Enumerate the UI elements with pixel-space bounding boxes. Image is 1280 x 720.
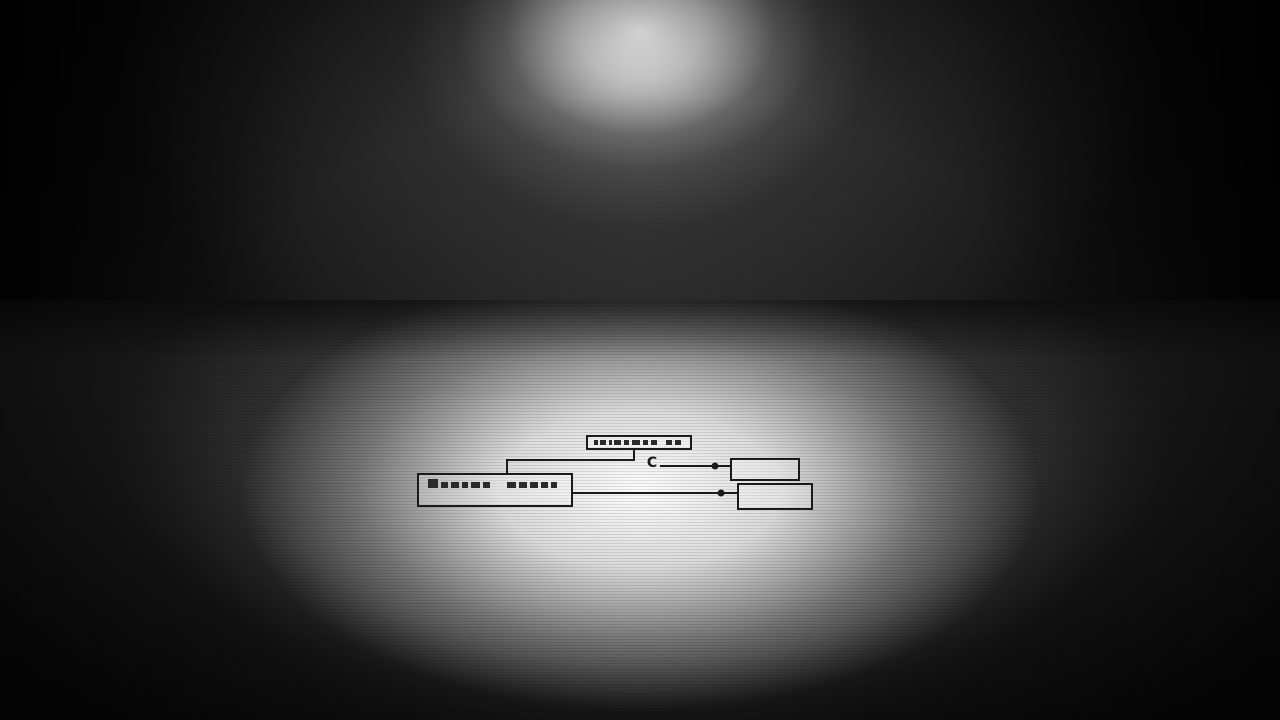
top-to-left-connector [506, 449, 635, 474]
lower-junction-dot [717, 489, 725, 497]
right-box-upper [730, 458, 800, 481]
right-box-lower [737, 483, 813, 510]
left-box [417, 473, 573, 507]
top-box [586, 435, 692, 450]
connector-glyph: C [647, 455, 657, 471]
upper-junction-dot [711, 462, 719, 470]
